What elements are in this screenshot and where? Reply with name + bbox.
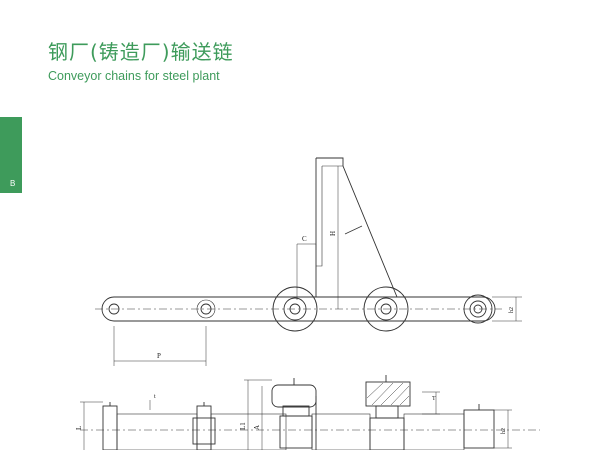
dim-label-h2-upper: h2 [509, 307, 515, 313]
dim-label-c: C [302, 235, 307, 243]
section-tab-letter: B [10, 179, 16, 188]
page-title-chinese: 钢厂(铸造厂)输送链 [48, 40, 234, 64]
pin-2 [200, 303, 212, 315]
dim-label-h: H [329, 231, 337, 236]
link-plate-left-2 [196, 405, 212, 450]
roller-1 [272, 286, 318, 332]
hatch-pattern [366, 382, 410, 406]
chain-link-outline [101, 296, 496, 322]
section-tab: B [0, 117, 22, 193]
dim-label-l1: L1 [239, 422, 247, 430]
pin-1 [108, 303, 120, 315]
roller-2 [363, 286, 409, 332]
dim-label-p: P [157, 352, 161, 360]
lug-arm-right-edge [316, 157, 398, 298]
page-title-english: Conveyor chains for steel plant [48, 69, 220, 83]
dim-label-T: T [432, 396, 436, 402]
link-plate-right [463, 409, 495, 449]
dim-label-t: t [154, 394, 156, 400]
dim-label-l: L [75, 426, 83, 430]
link-plate-left-1 [102, 405, 118, 450]
attachment-roller-1 [271, 384, 317, 408]
dim-label-a: A [253, 425, 261, 430]
roller-3 [463, 294, 493, 324]
attachment-block [365, 381, 411, 407]
dim-label-h2-lower: h2 [501, 428, 507, 434]
